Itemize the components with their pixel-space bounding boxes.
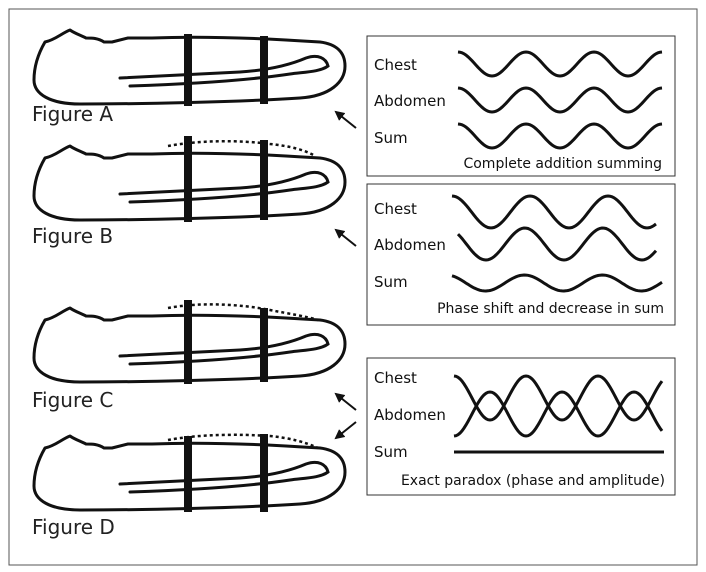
panel-frame [366,35,676,177]
band-chest [184,136,192,222]
arm-line [118,460,330,494]
sum-label: Sum [374,443,408,461]
arm-line [118,170,330,204]
band-abdomen [260,140,268,220]
abdomen-label: Abdomen [374,236,446,254]
panel-frame [366,357,676,496]
arm-line [118,54,330,88]
chest-label: Chest [374,369,417,387]
band-abdomen [260,434,268,512]
arrow-d [334,421,357,440]
band-chest [184,436,192,512]
panel-exact-paradox: Chest Abdomen Sum Exact paradox (phase a… [366,357,676,496]
arrow-c [334,392,357,411]
panel-caption: Complete addition summing [463,156,662,172]
chest-wave [451,194,657,230]
chest-wave [453,374,664,422]
band-chest [184,300,192,384]
band-abdomen [260,36,268,104]
panel-frame [366,183,676,326]
abdomen-label: Abdomen [374,406,446,424]
figure-label: Figure D [32,515,115,539]
sum-wave [451,273,663,293]
figure-label: Figure B [32,224,113,248]
body-outline [32,144,347,222]
chest-label: Chest [374,200,417,218]
figure-d: Figure D [32,433,347,539]
arm-line [118,332,330,366]
panel-complete-addition: Chest Abdomen Sum Complete addition summ… [366,35,676,177]
body-outline [32,306,347,384]
figure-a: Figure A [32,28,347,126]
arrow-b [334,228,357,247]
abdomen-wave [457,86,663,114]
figure-label: Figure C [32,388,113,412]
abdomen-label: Abdomen [374,92,446,110]
figure-c: Figure C [32,300,347,412]
panel-phase-shift: Chest Abdomen Sum Phase shift and decrea… [366,183,676,326]
chest-wave [457,50,663,78]
panel-caption: Exact paradox (phase and amplitude) [401,473,665,489]
abdomen-wave [456,226,658,262]
band-abdomen [260,308,268,382]
chest-label: Chest [374,56,417,74]
panel-caption: Phase shift and decrease in sum [437,301,664,317]
figure-label: Figure A [32,102,113,126]
sum-label: Sum [374,129,408,147]
sum-wave [457,122,663,150]
band-chest [184,34,192,106]
body-outline [32,434,347,512]
outer-frame [8,8,698,566]
sum-label: Sum [374,273,408,291]
body-outline [32,28,347,106]
arrow-a [334,110,357,129]
figure-b: Figure B [32,136,347,248]
abdomen-wave [453,390,664,438]
